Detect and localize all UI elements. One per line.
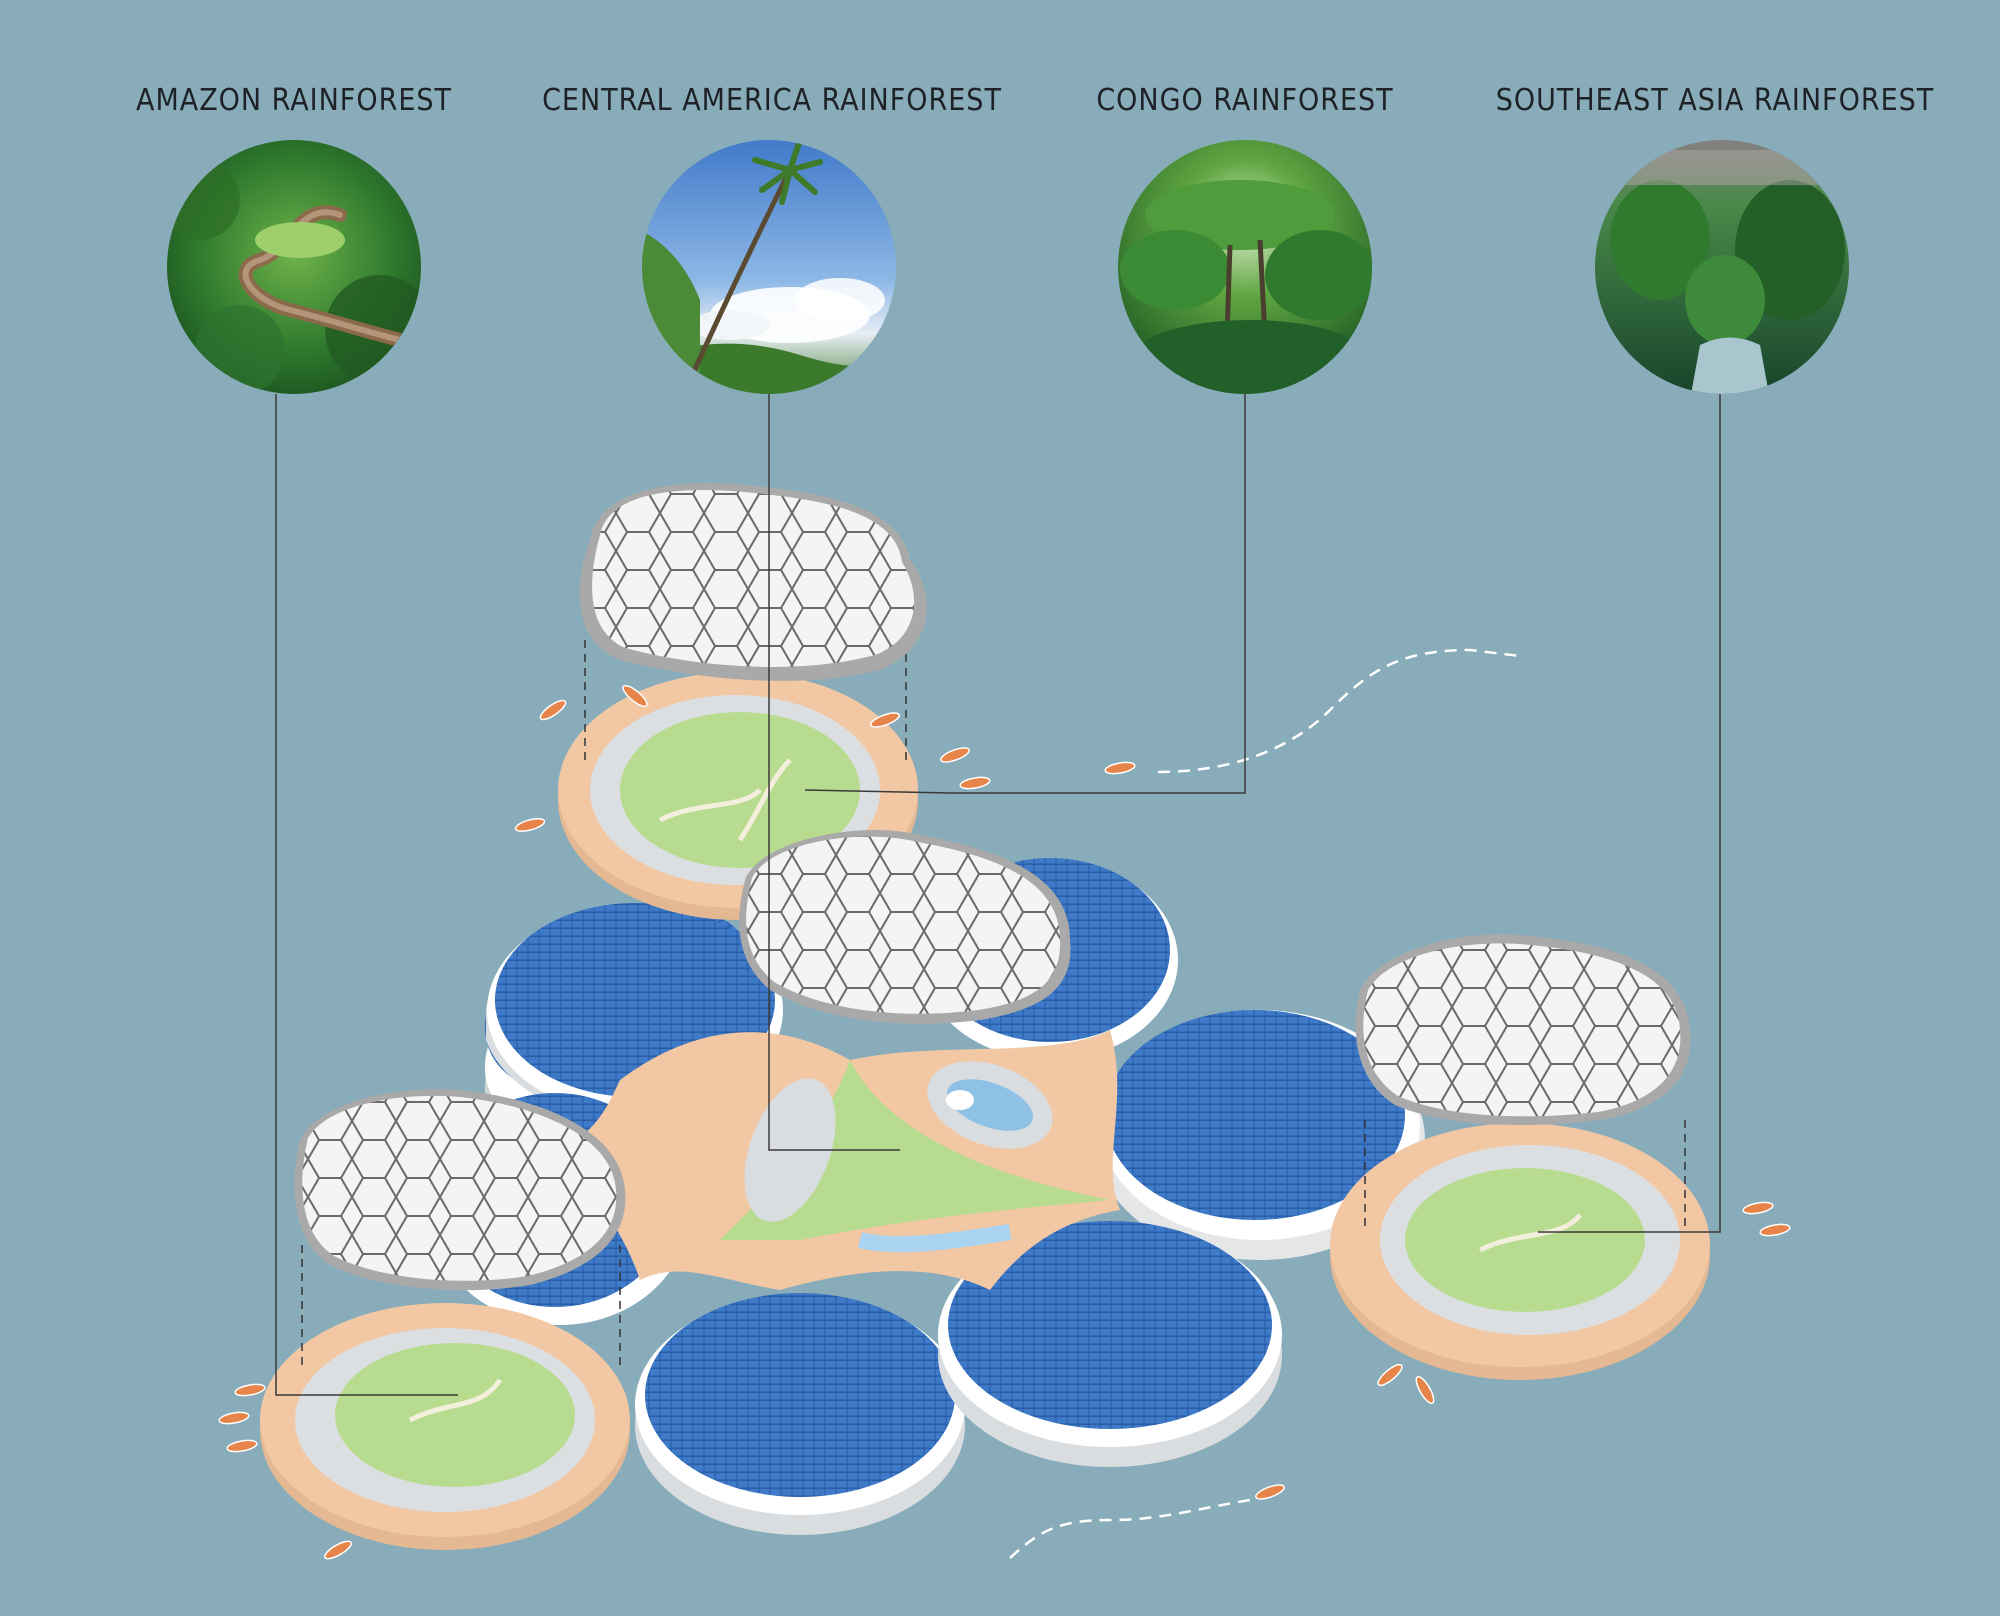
region-label-southeast-asia: SOUTHEAST ASIA RAINFOREST xyxy=(1496,83,1935,118)
dome-central-america xyxy=(579,483,927,681)
dome-projection-lines xyxy=(301,640,1686,1370)
dome-center xyxy=(739,830,1071,1024)
deck-southeast-asia xyxy=(1330,1123,1710,1380)
leader-line-central-america xyxy=(768,394,900,1151)
deck-amazon xyxy=(260,1303,630,1550)
solar-disc-bottom-center xyxy=(635,1293,965,1535)
region-label-central-america: CENTRAL AMERICA RAINFOREST xyxy=(542,83,1002,118)
solar-disc-right xyxy=(1095,1010,1425,1260)
leader-lines xyxy=(275,394,1721,1396)
photo-southeast-asia xyxy=(1595,140,1849,394)
photo-congo xyxy=(1118,140,1372,394)
leader-line-amazon xyxy=(275,394,458,1396)
dome-southeast-asia xyxy=(1355,934,1691,1125)
wave-line-upper xyxy=(1157,648,1521,774)
wave-line-lower xyxy=(1009,1498,1251,1559)
leader-line-southeast-asia xyxy=(1538,394,1721,1233)
leaf-boats xyxy=(218,684,1791,1560)
dome-amazon xyxy=(294,1089,626,1291)
region-label-congo: CONGO RAINFOREST xyxy=(1096,83,1393,118)
leader-line-congo xyxy=(804,394,1246,794)
region-label-amazon: AMAZON RAINFOREST xyxy=(136,83,452,118)
solar-disc-bottom-right xyxy=(938,1221,1282,1467)
photo-amazon xyxy=(167,140,421,394)
region-labels: AMAZON RAINFOREST CENTRAL AMERICA RAINFO… xyxy=(136,83,1935,118)
photo-central-america xyxy=(642,140,896,394)
central-hub-deck xyxy=(560,1030,1120,1290)
